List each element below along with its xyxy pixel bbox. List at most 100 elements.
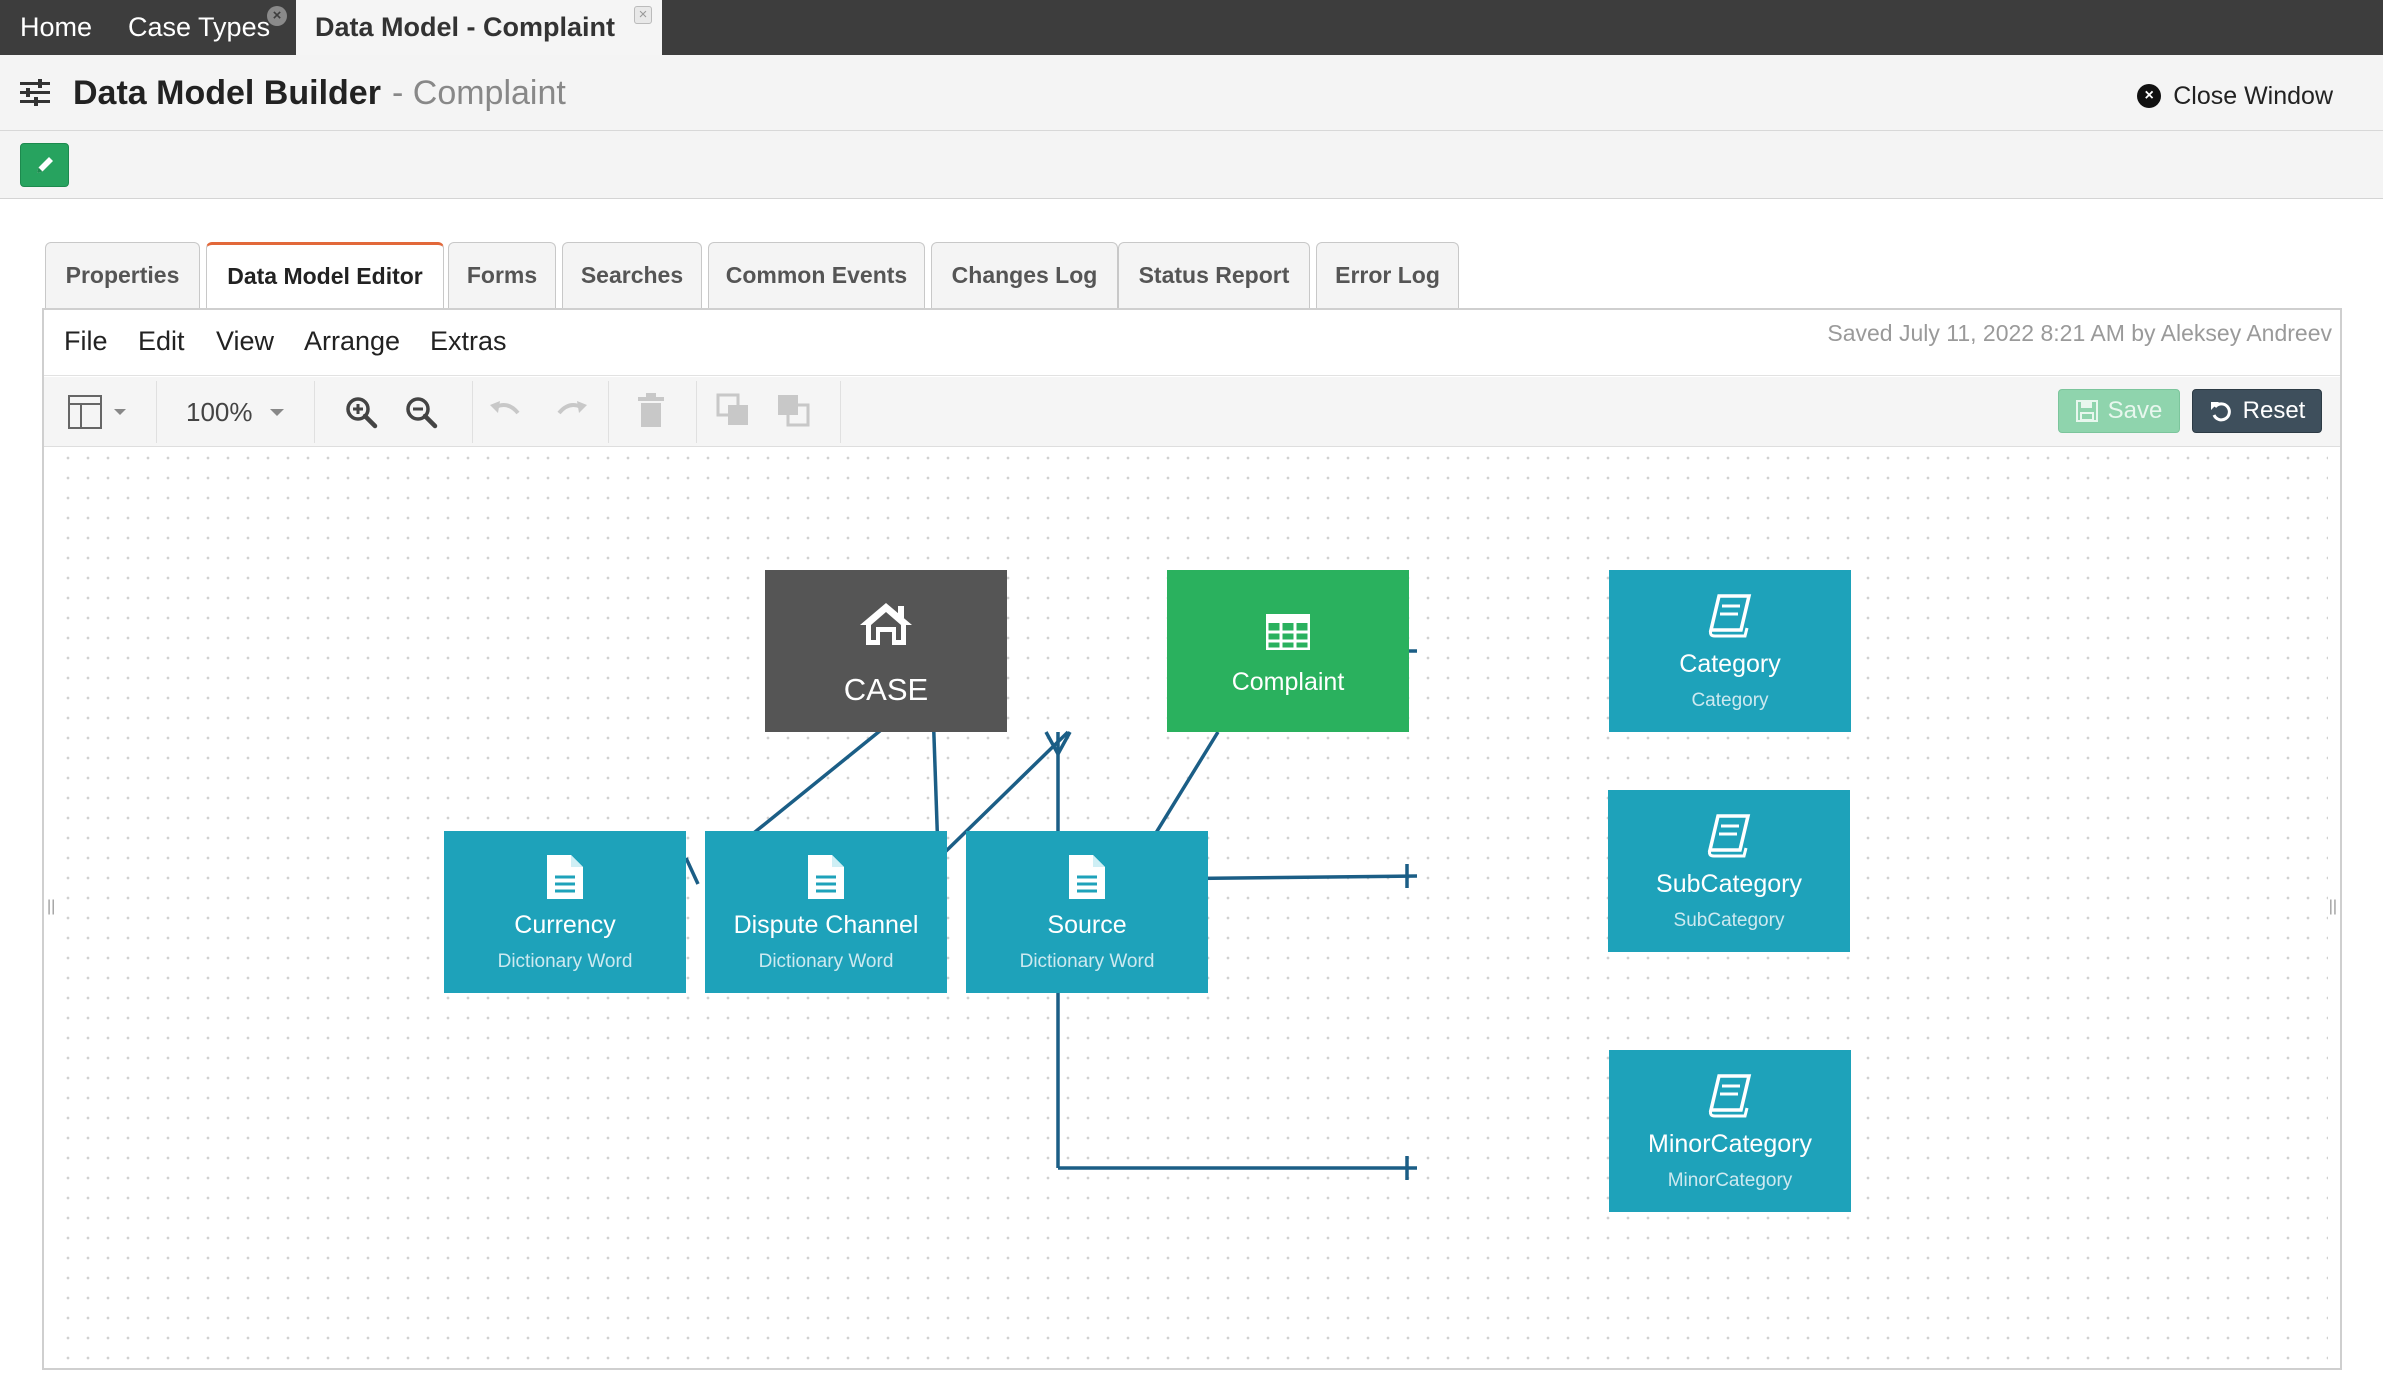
diagram-canvas[interactable]: CASE Complaint Category Category xyxy=(58,448,2328,1368)
entity-case[interactable]: CASE xyxy=(765,570,1007,732)
trash-icon[interactable] xyxy=(636,393,666,429)
floppy-icon xyxy=(2075,400,2098,422)
entity-title: MinorCategory xyxy=(1648,1130,1812,1158)
entity-subtitle: Dictionary Word xyxy=(497,951,633,972)
entity-subtitle: Dictionary Word xyxy=(1019,951,1155,972)
entity-title: Dispute Channel xyxy=(733,911,919,939)
tab-label: Forms xyxy=(466,262,538,288)
entity-subtitle: MinorCategory xyxy=(1667,1170,1793,1191)
document-icon xyxy=(808,855,844,899)
tab-common-events[interactable]: Common Events xyxy=(708,242,925,308)
toolbar-separator xyxy=(314,381,315,443)
to-back-icon[interactable] xyxy=(776,393,812,429)
app-tab-home[interactable]: Home xyxy=(20,0,92,55)
to-front-icon[interactable] xyxy=(716,393,752,429)
close-circle-icon: × xyxy=(2137,84,2162,108)
entity-title: Source xyxy=(1047,911,1127,939)
toolbar-separator xyxy=(156,381,157,443)
book-icon xyxy=(1708,594,1752,638)
close-window-label: Close Window xyxy=(2173,81,2333,110)
tab-forms[interactable]: Forms xyxy=(448,242,556,308)
book-icon xyxy=(1707,814,1751,858)
app-tab-case-types[interactable]: Case Types × xyxy=(128,0,293,55)
toolbar-separator xyxy=(608,381,609,443)
reset-label: Reset xyxy=(2242,397,2306,424)
entity-subcategory[interactable]: SubCategory SubCategory xyxy=(1608,790,1850,952)
undo-arrow-icon xyxy=(2210,402,2231,422)
page-subtitle: - Complaint xyxy=(392,74,566,112)
app-tab-label: Data Model - Complaint xyxy=(315,12,616,42)
undo-icon[interactable] xyxy=(488,399,528,425)
toolbar-separator xyxy=(840,381,841,443)
entity-subtitle: SubCategory xyxy=(1673,910,1785,931)
saved-status: Saved July 11, 2022 8:21 AM by Aleksey A… xyxy=(1827,320,2332,346)
left-resize-handle[interactable]: || xyxy=(47,898,56,915)
save-label: Save xyxy=(2107,397,2163,424)
entity-dispute-channel[interactable]: Dispute Channel Dictionary Word xyxy=(705,831,947,993)
entity-title: SubCategory xyxy=(1656,870,1802,898)
entity-subtitle: Category xyxy=(1691,690,1769,711)
entity-subtitle: Dictionary Word xyxy=(758,951,894,972)
tab-status-report[interactable]: Status Report xyxy=(1118,242,1310,308)
app-tab-data-model[interactable]: Data Model - Complaint × xyxy=(296,0,662,56)
menu-view[interactable]: View xyxy=(216,326,275,356)
tab-label: Status Report xyxy=(1138,262,1290,288)
entity-title: Category xyxy=(1679,650,1781,678)
close-window-button[interactable]: × Close Window xyxy=(2137,81,2333,111)
sliders-icon xyxy=(20,79,50,106)
home-icon xyxy=(860,603,912,645)
entity-title: CASE xyxy=(843,672,929,707)
close-tab-icon[interactable]: × xyxy=(634,6,652,24)
menu-arrange[interactable]: Arrange xyxy=(304,326,401,356)
book-icon xyxy=(1708,1074,1752,1118)
entity-title: Complaint xyxy=(1231,668,1345,696)
entity-minorcategory[interactable]: MinorCategory MinorCategory xyxy=(1609,1050,1851,1212)
tab-label: Error Log xyxy=(1335,262,1440,288)
entity-category[interactable]: Category Category xyxy=(1609,570,1851,732)
entity-title: Currency xyxy=(514,911,616,939)
redo-icon[interactable] xyxy=(549,399,589,425)
menu-extras[interactable]: Extras xyxy=(430,326,507,356)
chevron-down-icon xyxy=(270,409,284,416)
app-tab-label: Home xyxy=(20,12,93,42)
tab-label: Searches xyxy=(580,262,684,288)
table-icon xyxy=(1266,614,1310,650)
page-title: Data Model Builder xyxy=(73,74,381,112)
layout-panel-icon[interactable] xyxy=(68,395,138,429)
entity-complaint[interactable]: Complaint xyxy=(1167,570,1409,732)
right-resize-handle[interactable]: || xyxy=(2328,898,2337,915)
zoom-out-icon[interactable] xyxy=(404,395,438,429)
tab-searches[interactable]: Searches xyxy=(562,242,702,308)
tab-properties[interactable]: Properties xyxy=(45,242,200,308)
zoom-in-icon[interactable] xyxy=(344,395,378,429)
action-bar xyxy=(0,131,2383,199)
editor-menubar: File Edit View Arrange Extras Saved July… xyxy=(44,310,2340,376)
edit-button[interactable] xyxy=(20,143,69,187)
pencil-icon xyxy=(36,157,53,173)
zoom-select[interactable]: 100% xyxy=(186,397,253,427)
tab-data-model-editor[interactable]: Data Model Editor xyxy=(206,242,444,310)
app-tab-bar: Home Case Types × Data Model - Complaint… xyxy=(0,0,2383,56)
title-bar: Data Model Builder - Complaint × Close W… xyxy=(0,55,2383,131)
document-icon xyxy=(547,855,583,899)
tab-label: Properties xyxy=(65,262,180,288)
save-button[interactable]: Save xyxy=(2058,389,2180,433)
tab-changes-log[interactable]: Changes Log xyxy=(931,242,1118,308)
reset-button[interactable]: Reset xyxy=(2192,389,2322,433)
tab-error-log[interactable]: Error Log xyxy=(1316,242,1459,308)
toolbar-separator xyxy=(696,381,697,443)
toolbar-separator xyxy=(472,381,473,443)
diagram-editor: File Edit View Arrange Extras Saved July… xyxy=(42,308,2342,1370)
menu-file[interactable]: File xyxy=(64,326,108,356)
link-dispute-complaint[interactable] xyxy=(941,730,1070,856)
tab-label: Common Events xyxy=(725,262,908,288)
entity-currency[interactable]: Currency Dictionary Word xyxy=(444,831,686,993)
close-tab-icon[interactable]: × xyxy=(267,6,287,26)
app-tab-label: Case Types xyxy=(128,12,271,42)
link-dispute-complaint xyxy=(931,707,940,854)
tab-label: Data Model Editor xyxy=(227,263,423,289)
tab-label: Changes Log xyxy=(951,262,1098,288)
entity-source[interactable]: Source Dictionary Word xyxy=(966,831,1208,993)
menu-edit[interactable]: Edit xyxy=(138,326,185,356)
document-icon xyxy=(1069,855,1105,899)
